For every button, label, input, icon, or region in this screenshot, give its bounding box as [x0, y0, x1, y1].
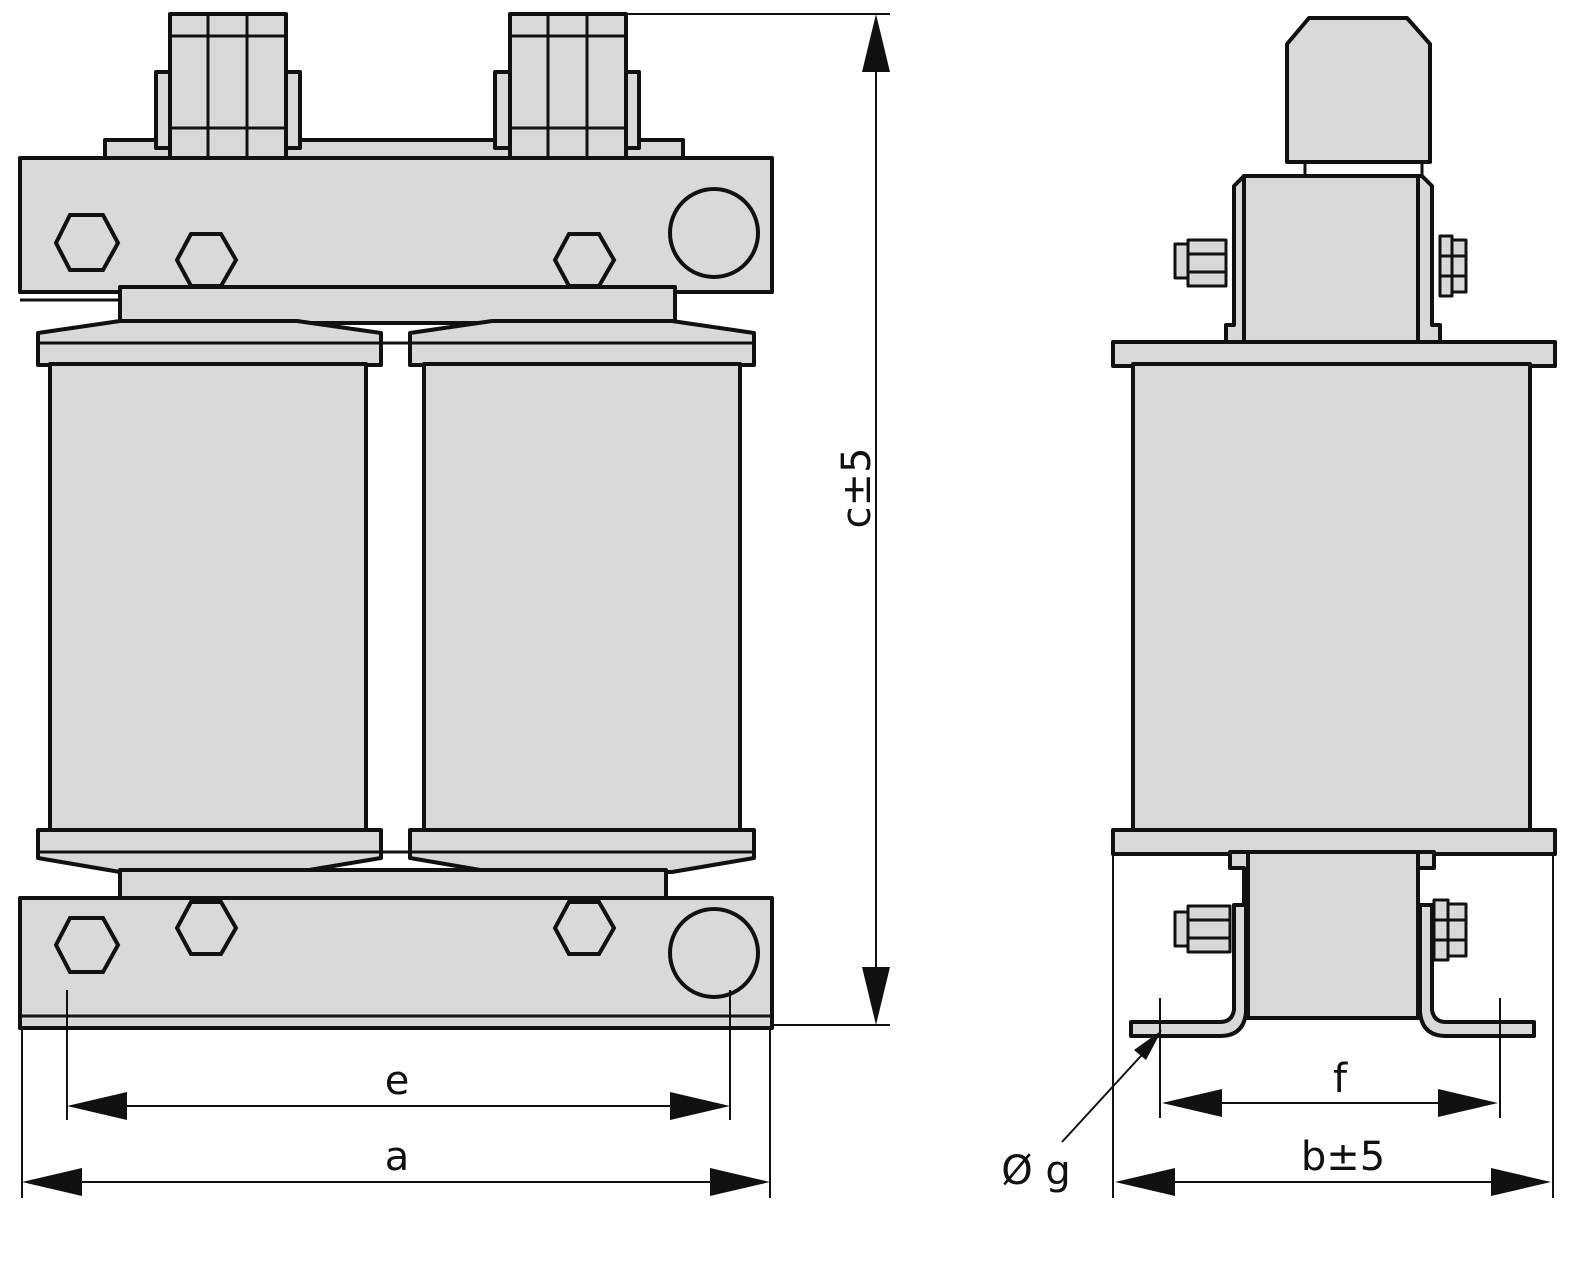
bottom-yoke: [18, 896, 774, 1030]
round-hole-icon: [668, 907, 760, 999]
upper-bolt-right: [1438, 234, 1468, 298]
coil-body: [1131, 362, 1532, 834]
dimension-label-f: f: [1333, 1056, 1348, 1102]
hex-nut-icon: [53, 213, 121, 272]
side-dimensions: [1061, 855, 1554, 1198]
dimension-label-b: b±5: [1301, 1134, 1385, 1180]
dimension-label-a: a: [385, 1134, 410, 1180]
terminal-block-left: [154, 12, 302, 162]
front-view: [18, 12, 774, 1030]
dimension-label-e: e: [385, 1058, 410, 1104]
upper-bolt-left: [1173, 238, 1228, 288]
hex-nut-icon: [552, 232, 617, 288]
dimension-label-g: Ø g: [1001, 1148, 1071, 1194]
front-dimensions: [21, 13, 890, 1198]
terminal-block-right: [493, 12, 641, 162]
hex-nut-icon: [174, 232, 239, 288]
side-view: [1111, 16, 1557, 1038]
upper-core-neck: [118, 285, 677, 325]
round-hole-icon: [668, 187, 760, 279]
foot-right: [1418, 903, 1536, 1038]
foot-left: [1129, 903, 1248, 1038]
dimension-label-c: c±5: [834, 448, 880, 529]
hex-nut-icon: [552, 900, 617, 956]
terminal-cap: [1285, 16, 1432, 164]
lower-bolt-right: [1432, 898, 1468, 962]
lower-bolt-left: [1173, 904, 1232, 954]
hex-nut-icon: [174, 900, 239, 956]
coil-right: [408, 319, 756, 874]
lower-core-neck: [118, 868, 668, 902]
coil-left: [36, 319, 383, 874]
top-yoke: [18, 156, 774, 294]
hex-nut-icon: [53, 916, 121, 974]
